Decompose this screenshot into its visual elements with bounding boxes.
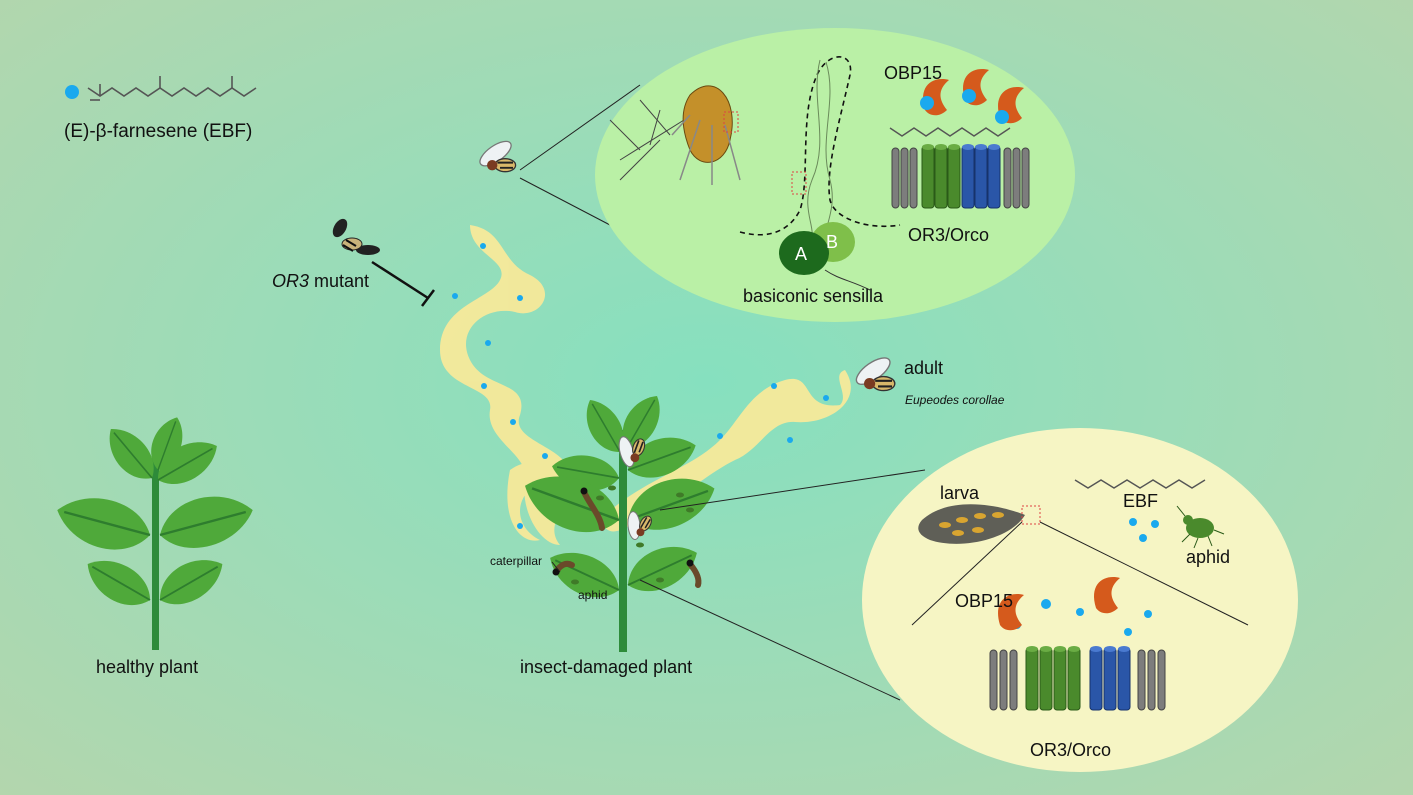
lower-ebf-label: EBF — [1123, 491, 1159, 511]
fly-top-left — [475, 135, 517, 173]
upper-ebf-dots — [920, 89, 1009, 124]
ebf-legend-label: (E)-β-farnesene (EBF) — [64, 121, 253, 142]
upper-receptor-label: OR3/Orco — [908, 225, 990, 245]
ebf-legend-dot — [65, 85, 79, 99]
sensilla-panel — [519, 28, 1075, 322]
upper-obp-label: OBP15 — [884, 63, 943, 83]
or3-gene-name: OR3 — [272, 271, 310, 291]
ebf-molecule-structure — [87, 76, 257, 101]
larva-panel — [639, 428, 1298, 772]
neuron-a — [779, 231, 829, 275]
antenna-illustration — [609, 85, 741, 185]
upper-ebf-structure — [889, 127, 1011, 137]
caterpillar-label: caterpillar — [490, 554, 543, 568]
inhibition-line — [371, 260, 435, 307]
lower-ebf-structure — [1074, 479, 1206, 489]
sensilla-title: basiconic sensilla — [743, 286, 884, 306]
aphids-on-leaves — [571, 485, 694, 585]
or3-mutant-fly — [332, 218, 380, 255]
upper-receptor-membrane — [891, 143, 1030, 209]
neuron-a-label: A — [795, 244, 808, 264]
neuron-b-label: B — [826, 232, 839, 252]
lower-receptor-label: OR3/Orco — [1030, 740, 1112, 760]
damaged-plant-label: insect-damaged plant — [520, 657, 693, 677]
lower-obp-label: OBP15 — [955, 591, 1014, 611]
healthy-plant-label: healthy plant — [96, 657, 199, 677]
mutant-suffix: mutant — [309, 271, 370, 291]
insect-damaged-plant — [514, 387, 724, 652]
plume-ebf-dots — [452, 243, 829, 529]
aphid-illustration — [1176, 505, 1225, 549]
caterpillar-pointer — [551, 561, 561, 573]
caterpillar-heads — [552, 487, 694, 576]
fly-adult — [851, 351, 896, 392]
aphid-plant-label: aphid — [578, 588, 608, 602]
sensillum-outline — [739, 56, 901, 236]
adult-label: adult — [904, 358, 944, 378]
larva-illustration — [918, 504, 1041, 544]
healthy-plant — [49, 411, 260, 650]
species-label: Eupeodes corollae — [905, 393, 1005, 407]
lower-aphid-label: aphid — [1186, 547, 1231, 567]
larva-label: larva — [940, 483, 980, 503]
or3-mutant-label: OR3 mutant — [272, 272, 369, 290]
lower-receptor-membrane — [989, 645, 1166, 711]
